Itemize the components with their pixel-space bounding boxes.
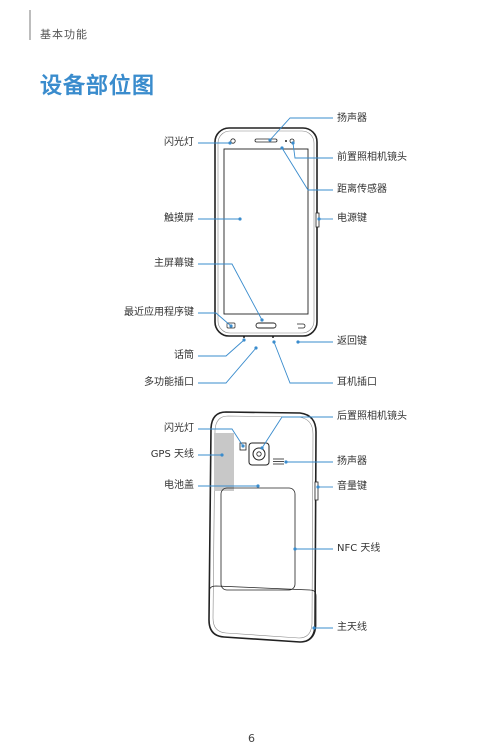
label-front-flash: 闪光灯 (164, 137, 194, 148)
front-callout-lines (198, 117, 333, 384)
section-header: 基本功能 (40, 28, 88, 41)
label-home-key: 主屏幕键 (154, 258, 194, 269)
label-multipurpose-jack: 多功能插口 (144, 377, 194, 388)
nfc-antenna-area (220, 487, 296, 591)
main-antenna-area (208, 585, 317, 643)
label-battery-cover: 电池盖 (164, 480, 194, 491)
label-power-key: 电源键 (337, 213, 367, 224)
label-rear-flash: 闪光灯 (164, 423, 194, 434)
front-speaker-grille (254, 138, 278, 143)
label-gps-antenna: GPS 天线 (150, 449, 194, 460)
label-rear-camera: 后置照相机镜头 (337, 411, 407, 422)
label-volume-key: 音量键 (337, 481, 367, 492)
front-phone-illustration (214, 127, 320, 338)
home-key (255, 322, 277, 329)
label-rear-speaker: 扬声器 (337, 456, 367, 467)
label-recent-apps-key: 最近应用程序键 (124, 307, 194, 318)
header-rule (29, 10, 31, 40)
touchscreen-area (223, 148, 309, 315)
label-proximity-sensor: 距离传感器 (337, 184, 387, 195)
page-title: 设备部位图 (40, 74, 156, 99)
back-key (297, 323, 306, 329)
front-flash (230, 138, 236, 144)
rear-speaker-grille (273, 458, 284, 465)
back-phone-illustration (208, 411, 319, 643)
back-callout-lines (198, 416, 333, 629)
label-earphone-jack: 耳机插口 (337, 377, 377, 388)
label-microphone: 话筒 (174, 350, 194, 361)
page-number: 6 (248, 732, 255, 745)
label-front-speaker: 扬声器 (337, 113, 367, 124)
label-nfc-antenna: NFC 天线 (337, 543, 381, 554)
volume-key (314, 481, 319, 501)
gps-antenna-area (214, 433, 234, 491)
label-touchscreen: 触摸屏 (164, 213, 194, 224)
label-back-key: 返回键 (337, 336, 367, 347)
label-main-antenna: 主天线 (337, 622, 367, 633)
label-front-camera: 前置照相机镜头 (337, 152, 407, 163)
